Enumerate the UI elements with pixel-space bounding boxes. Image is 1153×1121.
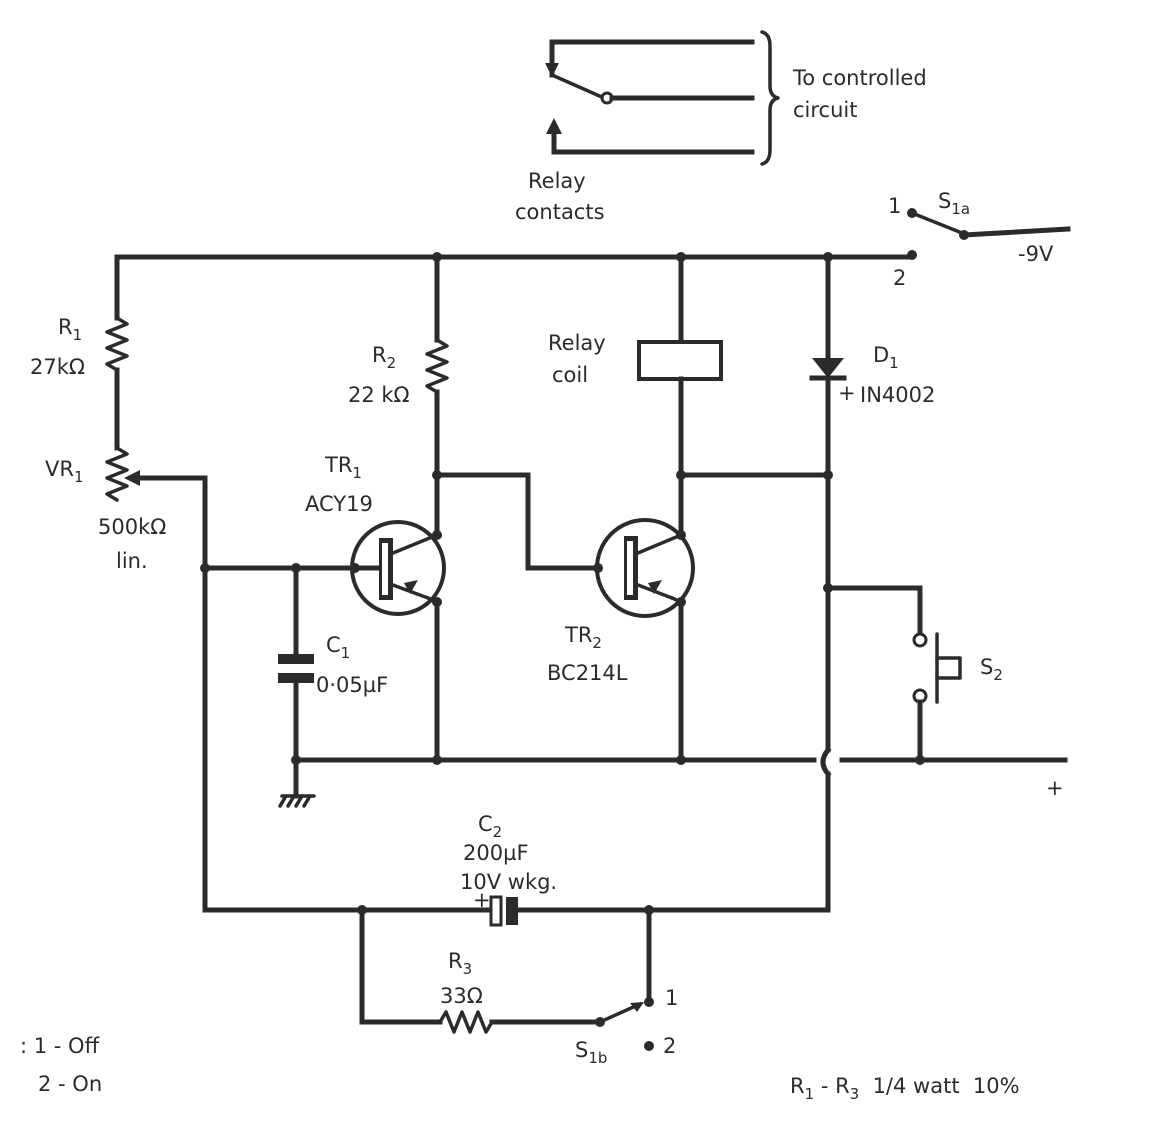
relay-coil	[637, 340, 723, 381]
vr1-wiper-arrow	[124, 470, 140, 486]
ground-symbol	[278, 757, 316, 808]
s1b-pos2: 2	[663, 1034, 676, 1058]
capacitor-c2-plus-plate	[489, 895, 503, 927]
s1a-label: S1a	[938, 189, 970, 218]
resistor-r2	[425, 338, 449, 394]
transistor-tr2	[595, 518, 695, 618]
tr1-label: TR1	[324, 453, 362, 482]
c2-value: 200µF	[463, 841, 529, 865]
r1-label: R1	[58, 315, 82, 344]
resistor-r1	[105, 316, 129, 372]
legend-on: 2 - On	[38, 1072, 102, 1096]
negative-supply-label: -9V	[1018, 242, 1054, 266]
relay-contact-set	[545, 30, 780, 166]
relay-contacts-label-2: contacts	[515, 200, 605, 224]
resistor-r3	[438, 1010, 494, 1034]
c2-rating: 10V wkg.	[460, 870, 557, 894]
positive-supply-label: +	[1046, 776, 1064, 800]
resistor-rating-note: R1 - R3 1/4 watt 10%	[790, 1074, 1020, 1103]
capacitor-c1-plate-b	[278, 673, 314, 683]
relay-coil-label-1: Relay	[548, 331, 606, 355]
d1-type: IN4002	[860, 383, 935, 407]
tr2-label: TR2	[564, 623, 602, 652]
c2-label: C2	[478, 812, 502, 841]
s2-label: S2	[980, 655, 1003, 684]
s1b-label: S1b	[575, 1038, 607, 1067]
tr2-type: BC214L	[547, 661, 628, 685]
r2-label: R2	[372, 343, 396, 372]
s1a-pos1: 1	[888, 194, 901, 218]
d1-label: D1	[873, 343, 899, 372]
transistor-tr1	[350, 520, 446, 616]
s1b-pos1: 1	[665, 986, 678, 1010]
controlled-circuit-label-1: To controlled	[792, 66, 927, 90]
s1a-pos2: 2	[893, 266, 906, 290]
tr1-type: ACY19	[305, 492, 373, 516]
vr1-label: VR1	[45, 457, 84, 486]
r2-value: 22 kΩ	[348, 383, 410, 407]
vr1-value: 500kΩ	[98, 515, 166, 539]
c2-polarity: +	[473, 888, 491, 912]
d1-polarity: +	[838, 381, 856, 405]
relay-coil-label-2: coil	[552, 363, 588, 387]
vr1-type: lin.	[116, 549, 148, 573]
c1-value: 0·05µF	[316, 673, 388, 697]
relay-contacts-label-1: Relay	[528, 169, 586, 193]
r1-value: 27kΩ	[30, 355, 85, 379]
switch-s1a	[907, 208, 1071, 260]
controlled-circuit-label-2: circuit	[793, 98, 857, 122]
c1-label: C1	[326, 633, 350, 662]
legend-off: : 1 - Off	[20, 1034, 100, 1058]
potentiometer-vr1	[105, 446, 129, 502]
capacitor-c1-plate-a	[278, 654, 314, 664]
wiper-wire	[137, 475, 365, 913]
pushbutton-s2	[935, 632, 962, 704]
diode-d1	[812, 358, 844, 378]
capacitor-c2-minus-plate	[506, 897, 518, 925]
junction-dots	[200, 252, 925, 915]
r3-value: 33Ω	[440, 984, 483, 1008]
r3-label: R3	[448, 949, 472, 978]
